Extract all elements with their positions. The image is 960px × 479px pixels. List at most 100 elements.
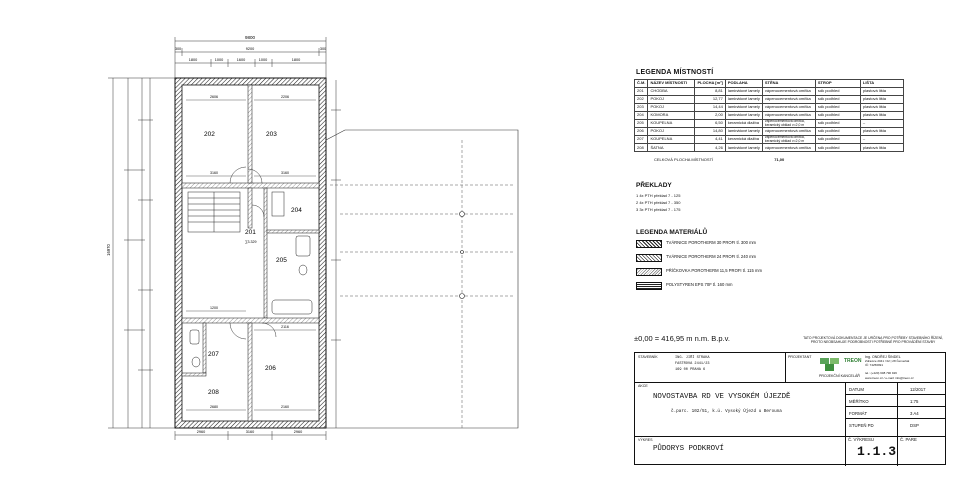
table-cell: keramická dlažba: [724, 135, 763, 145]
segment-dim: 1600: [237, 58, 245, 62]
table-cell: laminátové lamely: [724, 95, 763, 104]
col-header: NÁZEV MÍSTNOSTI: [647, 79, 696, 88]
table-cell: 205: [633, 118, 649, 129]
table-cell: 14,44: [694, 103, 726, 112]
lintel-item: 3 3x PTH překlad 7 - 175: [636, 207, 681, 212]
room-201-area: ∑3.329: [245, 240, 257, 244]
room-label-207: 207: [208, 351, 219, 358]
table-row: 205 KOUPELNA 6,50 keramická dlažba vápen…: [633, 118, 904, 129]
dimension-lines-top: [174, 37, 327, 80]
company-name: TREON: [844, 358, 862, 364]
material-swatch: [636, 268, 662, 276]
table-cell: vápenocementová omítka, keramický obklad…: [761, 118, 816, 129]
table-cell: sdk podhled: [814, 118, 861, 129]
title-block: STAVEBNÍK ING. JIŘÍ STRAKA FASTROVA 2441…: [634, 352, 946, 466]
inner-dimension-lines: [186, 99, 316, 411]
table-cell: vápenocementová omítka: [761, 95, 816, 104]
col-header: Č.M.: [633, 79, 649, 88]
contact-line: Ing. ONDŘEJ ŠINDEL: [865, 355, 901, 359]
builder-line: 169 00 PRAHA 6: [675, 368, 706, 372]
builder-line: ING. JIŘÍ STRAKA: [675, 356, 710, 360]
contact-line: www.treon.cz / e-mail: info@treon.cz: [865, 376, 914, 380]
interior-walls: [181, 84, 320, 422]
dimension-lines-right: [331, 80, 341, 428]
table-cell: 2,00: [694, 111, 726, 120]
table-header-row: Č.M. NÁZEV MÍSTNOSTI PLOCHA [m²] PODLAHA…: [633, 79, 904, 88]
inner-dim: 2680: [210, 405, 218, 409]
bottom-dim: 3160: [246, 430, 254, 434]
materials-legend-title: LEGENDA MATERIÁLŮ: [636, 229, 708, 236]
table-cell: vápenocementová omítka: [761, 103, 816, 112]
table-cell: plastová lišta: [859, 87, 904, 96]
inner-dim: 2160: [281, 405, 289, 409]
builder-line: FASTROVA 2441/23: [675, 362, 710, 366]
segment-dim: 300: [320, 47, 326, 51]
room-label-202: 202: [204, 131, 215, 138]
contact-line: Zdravice 2041 / 02 | 28 Červeňák: [865, 359, 910, 363]
table-cell: KOUPELNA: [647, 118, 696, 129]
material-label: TVÁRNICE POROTHERM 24 PROFI tl. 240 mm: [666, 254, 757, 259]
scale-value: 1:75: [910, 399, 919, 404]
material-swatch: [636, 282, 662, 290]
table-cell: vápenocementová omítka, keramický obklad…: [761, 135, 816, 145]
table-cell: sdk podhled: [814, 127, 861, 137]
segment-dim: 1800: [189, 58, 197, 62]
documentation-note: TATO PROJEKTOVÁ DOKUMENTACE JE URČENA PR…: [803, 336, 943, 344]
stage-label: STUPEŇ PD: [849, 423, 874, 428]
table-row: 203 POKOJ 14,44 laminátové lamely vápeno…: [633, 103, 904, 112]
material-label: PŘÍČKOVKA POROTHERM 11,5 PROFI tl. 115 m…: [666, 268, 762, 273]
table-cell: sdk podhled: [814, 103, 861, 112]
table-cell: 201: [633, 87, 649, 96]
table-cell: plastová lišta: [859, 95, 904, 104]
col-header: PODLAHA: [724, 79, 763, 88]
segment-dim: 300: [175, 47, 181, 51]
col-header: LIŠTA: [859, 79, 904, 88]
table-row: 207 KOUPELNA 4,41 keramická dlažba vápen…: [633, 135, 904, 145]
left-height-dim: 16970: [106, 244, 111, 256]
table-cell: sdk podhled: [814, 95, 861, 104]
table-cell: sdk podhled: [814, 111, 861, 120]
table-cell: sdk podhled: [814, 135, 861, 145]
elevation-reference: ±0,00 = 416,95 m n.m. B.p.v.: [634, 334, 730, 343]
segment-dim: 1000: [215, 58, 223, 62]
table-cell: ŠATNA: [647, 143, 696, 153]
project-location: č.parc. 102/51, k.ú. Vysoký Újezd u Bero…: [671, 409, 782, 414]
total-area-label: CELKOVÁ PLOCHA MÍSTNOSTÍ: [654, 157, 714, 162]
table-cell: 206: [633, 127, 649, 137]
table-cell: 6,50: [694, 118, 726, 129]
company-subtitle: PROJEKČNÍ KANCELÁŘ: [819, 374, 860, 378]
lintel-item: 2 4x PTH překlad 7 - 350: [636, 200, 681, 205]
contact-line: IČ: 74256991: [865, 363, 884, 367]
table-cell: sdk podhled: [814, 87, 861, 96]
table-cell: laminátové lamely: [724, 127, 763, 137]
drawing-number: 1.1.3: [857, 444, 897, 459]
contact-line: tel.: (+420) 608 790 926: [865, 371, 897, 375]
roof-dashed-lines: [330, 140, 515, 428]
table-cell: 207: [633, 135, 649, 145]
total-area-row: CELKOVÁ PLOCHA MÍSTNOSTÍ 71,00: [654, 157, 784, 162]
room-label-208: 208: [208, 389, 219, 396]
table-cell: plastová lišta: [859, 127, 904, 137]
material-label: POLYSTYREN EPS 70F tl. 160 mm: [666, 282, 733, 287]
table-cell: keramická dlažba: [724, 118, 763, 129]
table-row: 202 POKOJ 12,77 laminátové lamely vápeno…: [633, 95, 904, 104]
table-cell: 203: [633, 103, 649, 112]
table-cell: CHODBA: [647, 87, 696, 96]
table-cell: laminátové lamely: [724, 103, 763, 112]
table-cell: laminátové lamely: [724, 87, 763, 96]
bottom-dim: 2960: [197, 430, 205, 434]
col-header: STROP: [814, 79, 861, 88]
material-label: TVÁRNICE POROTHERM 30 PROFI tl. 300 mm: [666, 240, 757, 245]
lintel-item: 1 4x PTH překlad 7 - 125: [636, 193, 681, 198]
overall-width-dim: 9800: [245, 35, 256, 40]
room-label-205: 205: [276, 257, 287, 264]
staircase: [187, 191, 241, 233]
bottom-dim: 2960: [294, 430, 302, 434]
table-cell: KOMORA: [647, 111, 696, 120]
format-value: 3 A4: [910, 411, 919, 416]
drawing-number-label: Č. VÝKRESU: [848, 437, 875, 442]
door-swings: [229, 166, 277, 340]
table-cell: 208: [633, 143, 649, 153]
table-cell: plastová lišta: [859, 111, 904, 120]
table-cell: 202: [633, 95, 649, 104]
